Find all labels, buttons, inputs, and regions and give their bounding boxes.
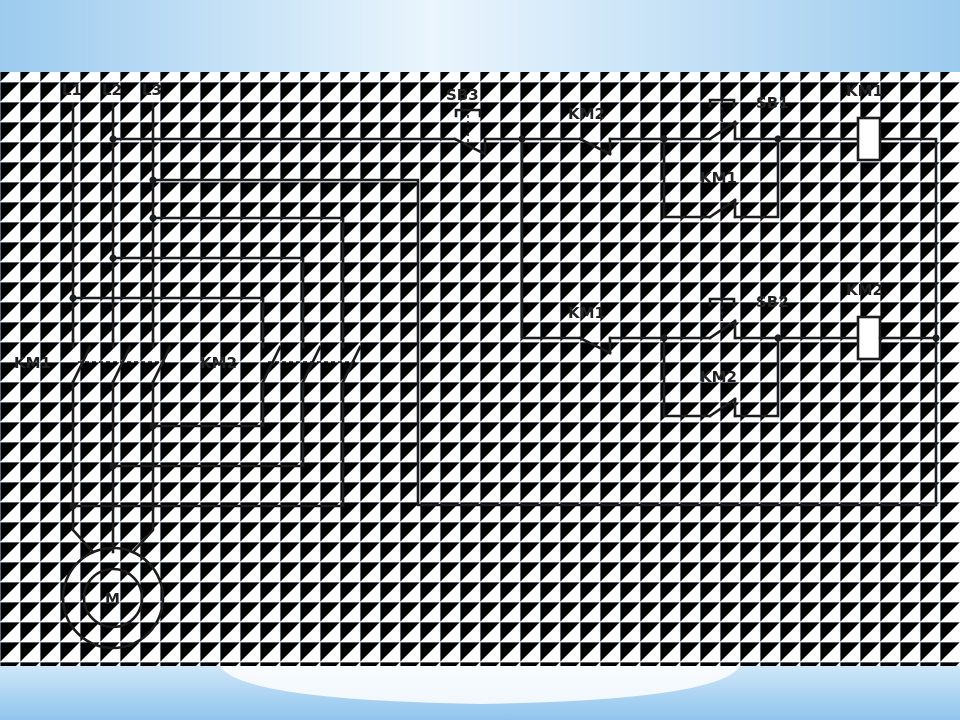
km2-interlock-contact	[520, 137, 666, 156]
power-circuit: L1 L2 L3 KM1	[14, 81, 362, 650]
km2-coil	[856, 315, 882, 361]
motor-label: M	[105, 590, 120, 608]
km2-out-3	[71, 380, 345, 508]
top-sky-band	[0, 0, 960, 72]
ctl-km1-label: KM1	[568, 304, 605, 322]
km1-interlock-contact	[520, 336, 666, 355]
sb3-label: SB3	[446, 86, 479, 104]
ctl-km1-hold-label: KM1	[700, 169, 737, 187]
ctl-km2-label: KM2	[568, 105, 605, 123]
power-km1-label: KM1	[14, 354, 51, 372]
km1-main-contacts	[71, 338, 172, 384]
line-label-l2: L2	[102, 81, 122, 99]
bottom-glow	[220, 666, 740, 704]
sb2-reverse-button	[662, 297, 780, 340]
grid-pattern	[0, 72, 960, 666]
power-km2-label: KM2	[200, 354, 237, 372]
km2-out-1	[151, 380, 265, 428]
tap-l2-to-km2	[111, 256, 305, 342]
coil-km1-label: KM1	[846, 82, 883, 100]
motor-lead-1	[71, 506, 95, 554]
ctl-km2-hold-label: KM2	[700, 368, 737, 386]
km2-out-2	[111, 380, 305, 468]
km2-main-contacts	[261, 338, 362, 384]
km1-hold-contact	[662, 137, 780, 219]
km2-hold-contact	[662, 336, 780, 418]
tap-l3-to-km2	[151, 216, 345, 342]
km1-coil	[856, 116, 882, 162]
tap-l1-to-km2	[71, 296, 265, 342]
coil-km2-label: KM2	[846, 281, 883, 299]
line-label-l1: L1	[62, 81, 82, 99]
control-return-l3	[151, 137, 938, 507]
sb2-label: SB2	[756, 293, 789, 311]
line-label-l3: L3	[142, 81, 162, 99]
motor-symbol: M	[61, 546, 165, 650]
sb1-label: SB1	[756, 94, 789, 112]
sb1-forward-button	[662, 98, 780, 141]
sb3-stop-button	[453, 108, 524, 156]
control-circuit: SB3 KM2 SB1 KM1	[111, 82, 940, 507]
motor-lead-3	[131, 506, 155, 554]
